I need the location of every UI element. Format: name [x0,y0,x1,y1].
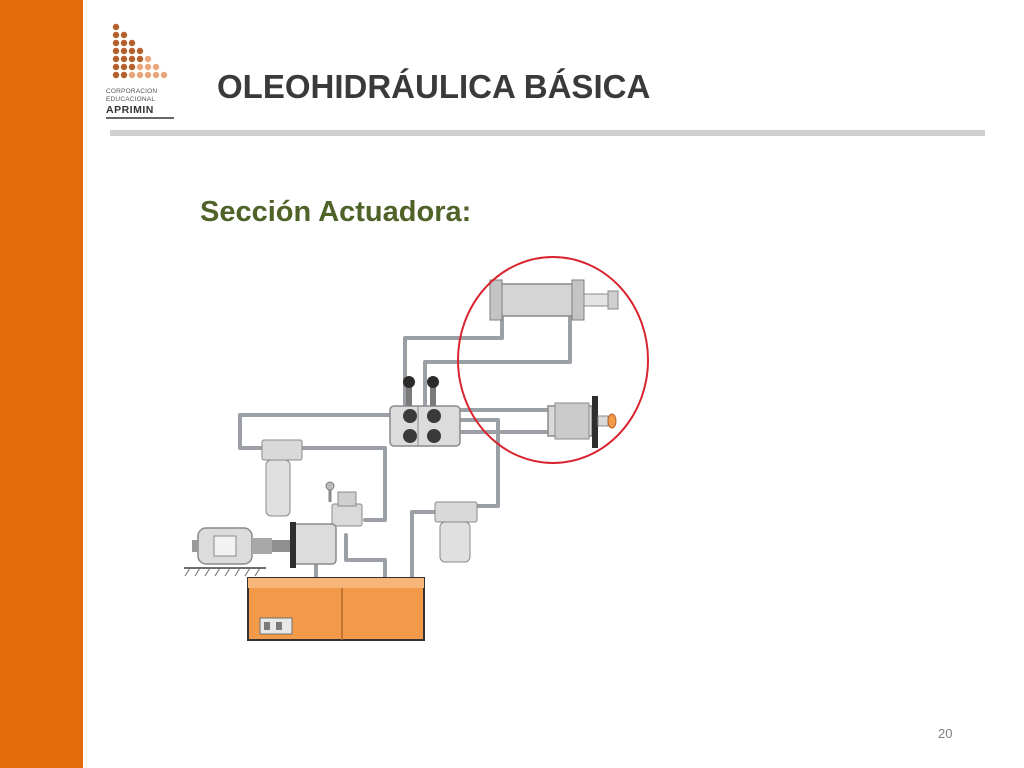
pipe-valve-to-cylinder-b [423,316,572,417]
slide-title: OLEOHIDRÁULICA BÁSICA [217,68,651,105]
hydraulic-cylinder [489,279,619,321]
hydraulic-pump [272,522,337,568]
relief-valve [325,481,363,527]
directional-control-valve [389,376,461,447]
oil-tank [247,577,425,641]
electric-motor [184,527,272,577]
logo-text-aprimin: APRIMIN [106,104,154,116]
slide-subtitle: Sección Actuadora: [200,196,472,228]
pipe-return-to-filter [238,413,394,450]
hydraulic-motor [547,396,617,448]
pipe-filter-to-pump [288,446,387,522]
pipe-valve-to-cylinder-a [403,316,504,417]
logo-text-educacional: EDUCACIONAL [106,96,156,103]
pipe-valve-to-filter2 [458,418,500,508]
return-filter [261,439,303,517]
left-accent-bar [0,0,83,768]
logo: CORPORACION EDUCACIONAL APRIMIN [106,22,176,120]
actuator-highlight-circle [457,256,649,464]
title-divider [110,130,985,136]
logo-text-corporacion: CORPORACION [106,88,158,95]
page-number: 20 [938,726,953,741]
hydraulic-circuit-diagram [184,256,649,641]
logo-underline [106,117,174,119]
logo-mark-icon [112,23,168,79]
pressure-filter [434,501,478,563]
